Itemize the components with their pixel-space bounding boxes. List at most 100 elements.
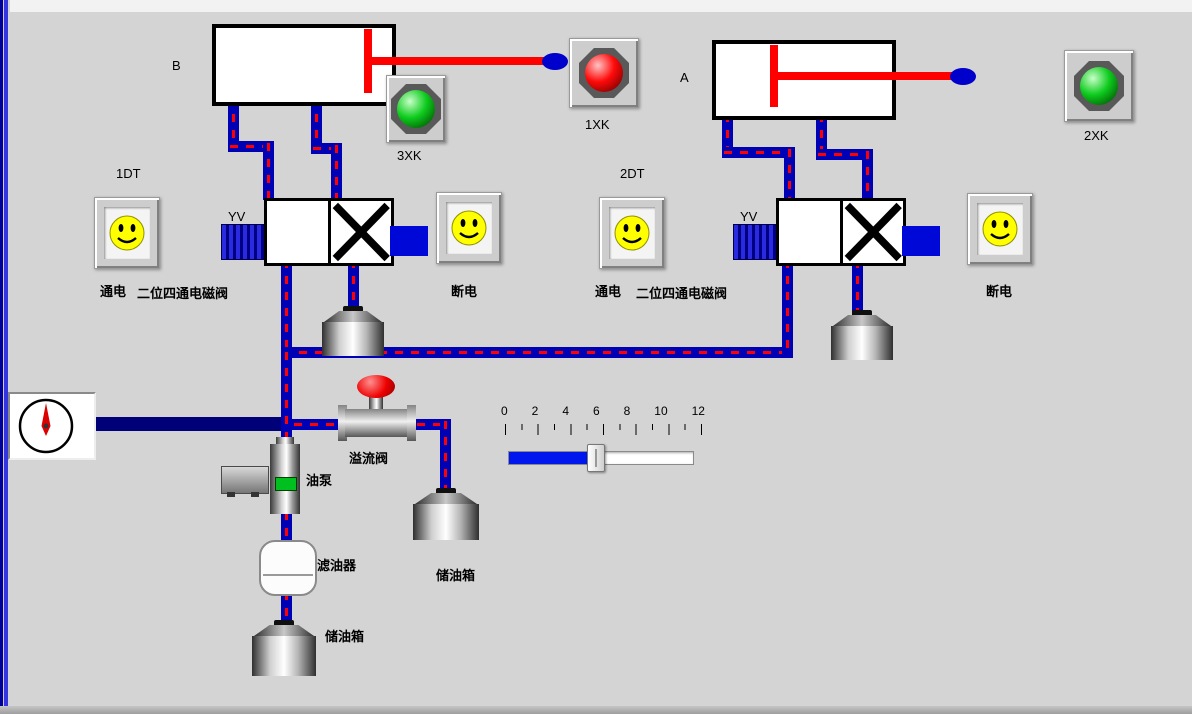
coil-right-label: YV (740, 209, 758, 224)
cylinder-a-piston (770, 45, 778, 107)
pipe-valveleft-supply (281, 258, 292, 358)
crossed-ports-icon (844, 202, 902, 262)
smiley-face-icon (609, 207, 655, 259)
limit-switch-2xk-label: 2XK (1084, 128, 1109, 143)
slider-minor-ticks (505, 424, 702, 430)
tick-label: 0 (501, 404, 508, 418)
tank-cone (833, 315, 891, 326)
relief-valve-label: 溢流阀 (349, 451, 389, 466)
pipe-cyla-right-2 (816, 149, 873, 160)
pump-top-port (276, 437, 294, 446)
lamp-bezel (391, 84, 441, 134)
lamp-bezel (1074, 61, 1124, 111)
valve-spring-box-right (902, 226, 940, 256)
crossed-ports-icon (332, 202, 390, 262)
valve-cell-crossed (331, 201, 392, 263)
slider-fill (509, 452, 593, 464)
pipe-cyla-right-3 (862, 149, 873, 200)
solenoid-left-tag: 1DT (116, 166, 141, 181)
cylinder-a-rod (778, 72, 954, 80)
pipe-cyla-right-1 (816, 112, 827, 155)
cylinder-b-rod-end (542, 53, 568, 70)
pipe-cylb-left-3 (263, 141, 274, 200)
pump-motor-foot (227, 492, 235, 497)
tank-body (322, 322, 384, 356)
relief-valve-flange-left (338, 405, 347, 441)
tank-cap-icon (852, 310, 872, 317)
smiley-face-icon (977, 203, 1023, 255)
coil-left-label: YV (228, 209, 246, 224)
cylinder-b-piston (364, 29, 372, 93)
solenoid-right-off-label: 断电 (986, 284, 1013, 299)
gauge-dial-icon (18, 398, 74, 454)
limit-switch-1xk-lamp[interactable] (569, 38, 639, 108)
valve-spring-box-left (390, 226, 428, 256)
pipe-cylb-right-3 (331, 143, 342, 200)
green-lamp-icon (1080, 67, 1118, 105)
pipe-gauge-line (86, 417, 284, 431)
pressure-gauge (8, 392, 96, 460)
smiley-svg (982, 211, 1018, 247)
tank-cone (415, 493, 477, 504)
tank-body (831, 326, 893, 360)
tank-cone (324, 311, 382, 322)
pipe-cyla-left-3 (784, 147, 795, 200)
smiley-svg (109, 215, 145, 251)
tick-label: 12 (691, 404, 705, 418)
pipe-cylb-left-2 (228, 141, 274, 152)
solenoid-right-on-label: 通电 (595, 284, 622, 299)
solenoid-left-energized-indicator (94, 197, 160, 269)
filter-label: 滤油器 (317, 558, 357, 573)
solenoid-coil-left (221, 224, 267, 260)
smiley-face-icon (446, 202, 492, 254)
pipe-relief-out (415, 419, 451, 430)
pipe-cyla-left-1 (722, 112, 733, 153)
solenoid-right-deenergized-indicator (967, 193, 1033, 265)
relief-valve-knob (357, 375, 395, 398)
valve-cell-parallel (779, 201, 843, 263)
solenoid-left-deenergized-indicator (436, 192, 502, 264)
solenoid-right-tag: 2DT (620, 166, 645, 181)
pipe-pump-riser-2 (281, 510, 292, 544)
pipe-cylb-right-2 (311, 143, 342, 154)
pipe-relief-in (292, 419, 344, 430)
pump-label: 油泵 (306, 473, 333, 488)
solenoid-left-name: 二位四通电磁阀 (137, 286, 229, 301)
tick-label: 6 (592, 404, 600, 418)
pipe-pump-riser-1 (281, 350, 292, 446)
oil-tank-mid (413, 488, 479, 540)
tank-body (413, 504, 479, 540)
solenoid-left-on-label: 通电 (100, 284, 127, 299)
tank-cap-icon (436, 488, 456, 495)
limit-switch-3xk-lamp[interactable] (386, 75, 446, 143)
filter-element-line (263, 574, 313, 577)
tick-label: 4 (562, 404, 569, 418)
solenoid-valve-left (264, 198, 394, 266)
relief-valve-flange-right (407, 405, 416, 441)
limit-switch-2xk-lamp[interactable] (1064, 50, 1134, 122)
cylinder-a-rod-end (950, 68, 976, 85)
pipe-cyla-left-2 (722, 147, 795, 158)
smiley-face-icon (104, 207, 150, 259)
green-lamp-icon (397, 90, 435, 128)
relief-valve-body (345, 409, 409, 437)
window-left-edge (0, 0, 10, 714)
smiley-svg (451, 210, 487, 246)
pump-motor-foot (251, 492, 259, 497)
slider-thumb[interactable] (587, 444, 605, 472)
slider-scale-labels: 0 2 4 6 8 10 12 (501, 404, 705, 418)
cylinder-a-label: A (680, 70, 689, 85)
pipe-relief-tank (440, 419, 451, 492)
pipe-valveright-tank (852, 258, 863, 315)
cylinder-b-label: B (172, 58, 181, 73)
tank-cone (254, 625, 314, 636)
cylinder-a (712, 40, 896, 120)
pipe-cylb-left-1 (228, 96, 239, 142)
lamp-bezel (579, 48, 629, 98)
tank-cap-icon (274, 620, 294, 627)
pipe-pump-riser-3 (281, 590, 292, 624)
pipe-cylb-right-1 (311, 96, 322, 144)
oil-tank-bottom (252, 620, 316, 676)
pipe-valveleft-tank (348, 258, 359, 310)
